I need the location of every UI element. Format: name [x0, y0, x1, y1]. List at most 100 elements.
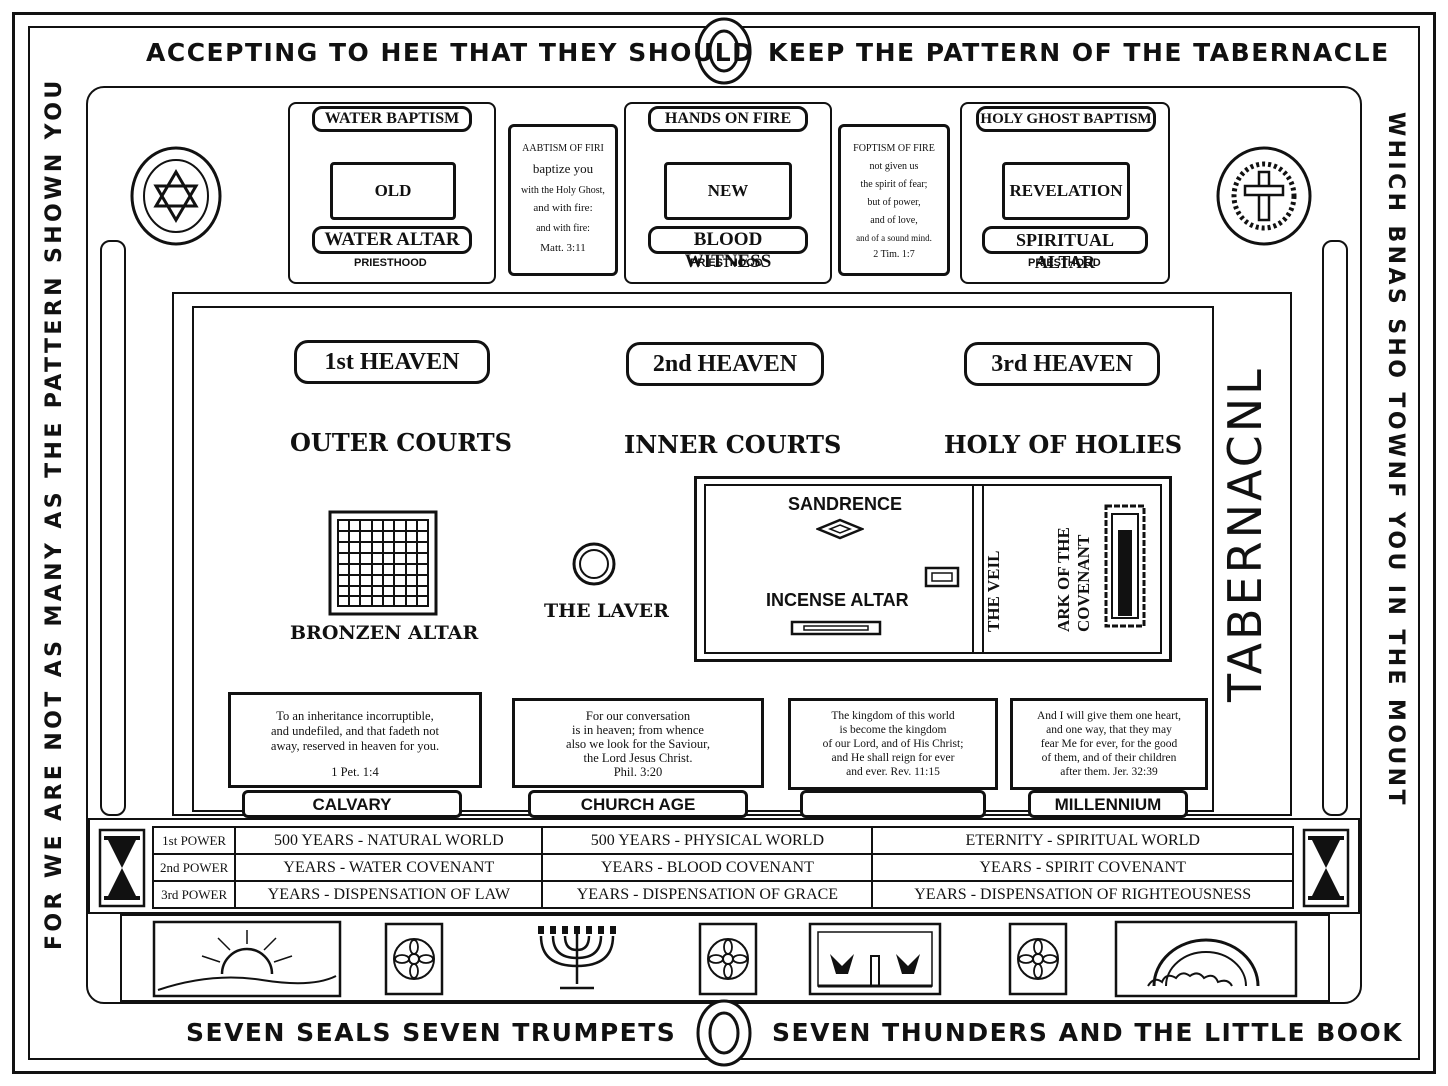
- laver-label: THE LAVER: [544, 600, 669, 622]
- altar-ribbon-blood: BLOOD WITNESS: [648, 226, 808, 272]
- panel-line: is become the kingdom: [839, 724, 947, 736]
- ark-label-1: ARK OF THE: [1054, 527, 1073, 632]
- verse-title: AABTISM OF FIRI: [522, 143, 604, 154]
- altar-top-blood: HANDS ON FIRE: [648, 106, 808, 132]
- border-text-top-right: KEEP THE PATTERN OF THE TABERNACLE: [768, 38, 1390, 67]
- scripture-panel-kingdom: The kingdom of this world is become the …: [788, 698, 998, 790]
- power-label: 2nd POWER: [151, 853, 237, 882]
- rosette-icon: [384, 922, 444, 996]
- hourglass-icon: [1302, 828, 1350, 908]
- incense-altar-icon: [790, 620, 882, 636]
- table-row: 3rd POWER YEARS - DISPENSATION OF LAW YE…: [151, 880, 1294, 909]
- altar-scroll-water: OLD TESTAMENT: [330, 162, 456, 252]
- table-row: 2nd POWER YEARS - WATER COVENANT YEARS -…: [151, 853, 1294, 882]
- verse-line: and with fire:: [533, 202, 593, 214]
- hourglass-icon: [98, 828, 146, 908]
- altar-frame-water: [288, 102, 496, 284]
- verse-line: but of power,: [867, 197, 921, 208]
- panel-ref: and ever. Rev. 11:15: [846, 766, 940, 778]
- top-medallion-icon: [696, 17, 752, 85]
- sandrence-label: SANDRENCE: [788, 494, 903, 514]
- verse-line: baptize you: [532, 161, 594, 176]
- powers-band: [88, 818, 1360, 914]
- cross-with-crown-of-thorns-icon: [1216, 146, 1312, 246]
- verse-ref: Matt. 3:11: [540, 242, 586, 254]
- power-label: 3rd POWER: [151, 880, 237, 909]
- panel-line: For our conversation: [585, 709, 691, 723]
- verse-plaque-tim: FOPTISM OF FIRE not given us the spirit …: [838, 124, 950, 276]
- heaven-2: 2nd HEAVEN: [626, 342, 824, 386]
- incense-altar-label: INCENSE ALTAR: [766, 590, 909, 610]
- court-inner: INNER COURTS: [624, 430, 842, 459]
- panel-name-calvary: CALVARY: [242, 790, 462, 818]
- panel-line: is in heaven; from whence: [572, 723, 704, 737]
- panel-name-kingdom: [800, 790, 986, 818]
- panel-line: The kingdom of this world: [831, 710, 955, 722]
- bronzen-altar-label: BRONZEN ALTAR: [290, 622, 479, 644]
- power-cell: YEARS - DISPENSATION OF LAW: [234, 880, 544, 909]
- verse-line: the spirit of fear;: [860, 179, 928, 190]
- panel-ref: 1 Pet. 1:4: [331, 765, 379, 779]
- altar-sub-blood: PRIESTHOOD: [690, 257, 763, 269]
- panel-line: fear Me for ever, for the good: [1040, 738, 1178, 750]
- ark-label-2: COVENANT: [1074, 534, 1093, 632]
- left-column: [100, 240, 126, 816]
- tabernacle-title: TABERNACNL: [1218, 366, 1272, 702]
- altar-top-water: WATER BAPTISM: [312, 106, 472, 132]
- veil-line: [972, 484, 984, 654]
- power-cell: 500 YEARS - NATURAL WORLD: [234, 826, 544, 855]
- panel-line: the Lord Jesus Christ.: [583, 751, 693, 765]
- altar-frame-blood: [624, 102, 832, 284]
- power-cell: ETERNITY - SPIRITUAL WORLD: [871, 826, 1294, 855]
- laver-icon: [572, 542, 616, 586]
- picture-row: [120, 914, 1330, 1002]
- power-cell: YEARS - BLOOD COVENANT: [541, 853, 874, 882]
- border-text-bottom-right: SEVEN THUNDERS AND THE LITTLE BOOK: [772, 1018, 1404, 1047]
- ark-of-covenant-icon: [1104, 504, 1146, 628]
- panel-line: And I will give them one heart,: [1036, 710, 1182, 722]
- border-text-top-left: ACCEPTING TO HEE THAT THEY SHOULD: [146, 38, 755, 67]
- powers-table: 1st POWER 500 YEARS - NATURAL WORLD 500 …: [151, 826, 1294, 909]
- altar-ribbon-spiritual: SPIRITUAL ALTAR: [982, 226, 1148, 272]
- sunrise-icon: [152, 920, 342, 998]
- panel-line: and He shall reign for ever: [831, 752, 955, 764]
- power-cell: 500 YEARS - PHYSICAL WORLD: [541, 826, 874, 855]
- verse-line: and with fire:: [536, 223, 590, 234]
- court-outer: OUTER COURTS: [290, 428, 512, 457]
- heaven-1: 1st HEAVEN: [294, 340, 490, 384]
- panel-line: To an inheritance incorruptible,: [276, 709, 434, 723]
- star-of-david-icon: [130, 146, 222, 246]
- verse-line: and of love,: [870, 215, 918, 226]
- bronzen-altar-grid-icon: [328, 510, 438, 616]
- panel-line: also we look for the Saviour,: [566, 737, 710, 751]
- outer-border: [12, 12, 1436, 1074]
- altar-sub-water: PRIESTHOOD: [354, 257, 427, 269]
- veil-label: THE VEIL: [984, 550, 1003, 632]
- bottom-medallion-icon: [696, 999, 752, 1067]
- panel-name-church-age: CHURCH AGE: [528, 790, 748, 818]
- verse-plaque-matt: AABTISM OF FIRI baptize you with the Hol…: [508, 124, 618, 276]
- panel-line: and undefiled, and that fadeth not: [271, 724, 439, 738]
- court-holy: HOLY OF HOLIES: [944, 430, 1183, 459]
- verse-line: not given us: [869, 161, 919, 172]
- rosette-icon: [698, 922, 758, 996]
- power-cell: YEARS - DISPENSATION OF RIGHTEOUSNESS: [871, 880, 1294, 909]
- altar-top-spiritual: HOLY GHOST BAPTISM: [976, 106, 1156, 132]
- altar-scroll-spiritual: REVELATION: [1002, 162, 1130, 220]
- menorah-icon: [538, 926, 616, 990]
- panel-line: of our Lord, and of His Christ;: [822, 738, 964, 750]
- panel-line: and one way, that they may: [1046, 724, 1172, 736]
- power-cell: YEARS - WATER COVENANT: [234, 853, 544, 882]
- table-row: 1st POWER 500 YEARS - NATURAL WORLD 500 …: [151, 826, 1294, 855]
- power-label: 1st POWER: [151, 826, 237, 855]
- verse-ref: 2 Tim. 1:7: [873, 249, 915, 260]
- rainbow-cloud-icon: [1114, 920, 1298, 998]
- scripture-panel-millennium: And I will give them one heart, and one …: [1010, 698, 1208, 790]
- sandrence-diamond-icon: [816, 518, 864, 540]
- panel-name-millennium: MILLENNIUM: [1028, 790, 1188, 818]
- panel-ref: Phil. 3:20: [613, 765, 663, 779]
- angels-ark-icon: [808, 922, 942, 996]
- verse-title: FOPTISM OF FIRE: [853, 143, 935, 154]
- altar-sub-spiritual: PRIESTHOOD: [1028, 257, 1101, 269]
- altar-ribbon-water: WATER ALTAR: [312, 226, 472, 254]
